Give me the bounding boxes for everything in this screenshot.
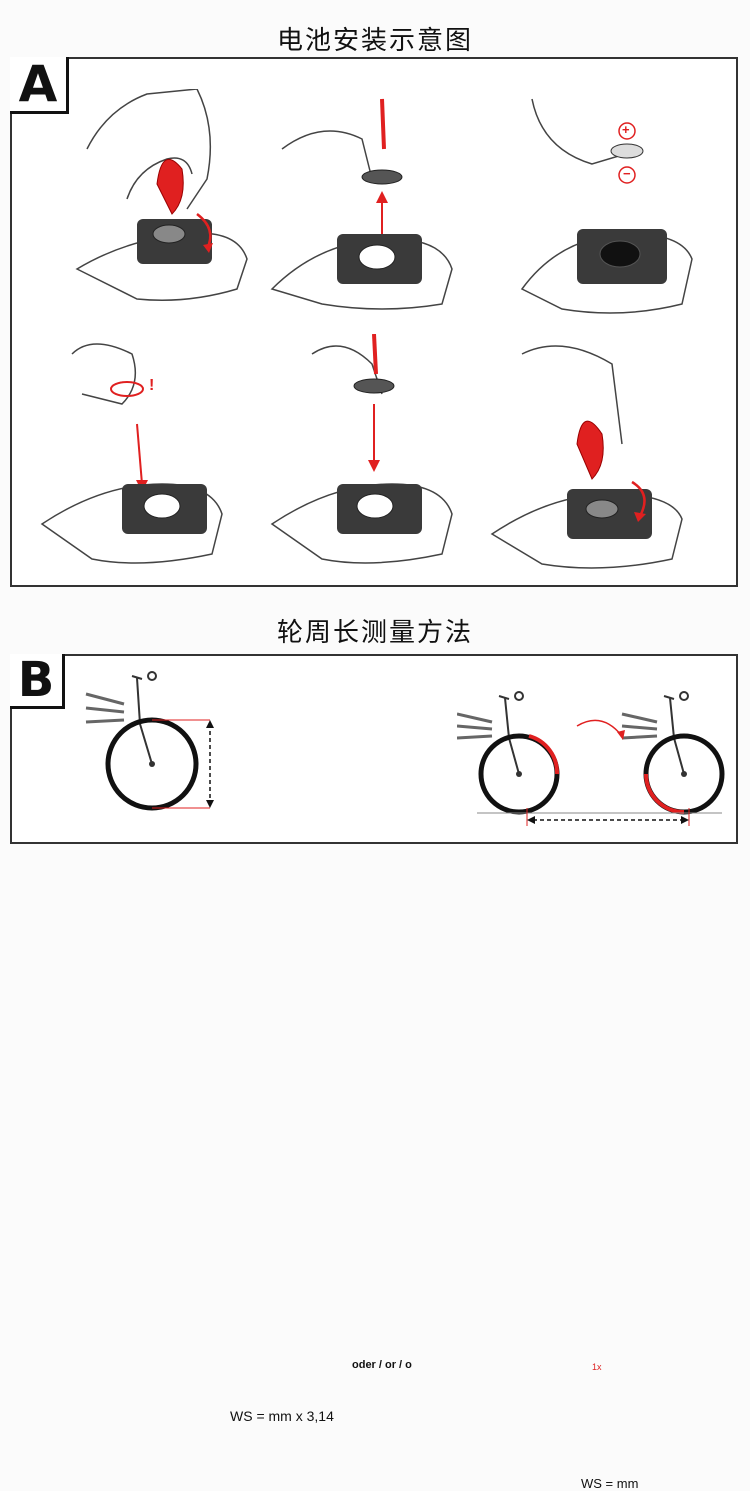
label-one-rotation: 1x	[592, 1362, 602, 1372]
step-2-remove-cover-illustration	[270, 98, 453, 310]
wheel-rollout-illustration	[457, 691, 725, 826]
formula-ws-circumference: WS = mm x 3,14	[230, 1408, 334, 1424]
battery-plus-sign: +	[622, 122, 630, 137]
formula-ws-rollout: WS = mm	[581, 1476, 639, 1491]
wheel-diameter-illustration	[85, 671, 214, 811]
title-wheel-circumference: 轮周长测量方法	[276, 618, 473, 648]
battery-minus-sign: −	[623, 166, 631, 181]
step-5-replace-cover-illustration	[270, 334, 453, 564]
title-battery-installation: 电池安装示意图	[276, 26, 473, 56]
step-6-close-cover-illustration	[490, 345, 683, 569]
label-or: oder / or / o	[352, 1359, 412, 1371]
warning-mark: !	[149, 377, 155, 394]
panel-battery-steps: A + −	[10, 57, 738, 587]
step-1-open-cover-illustration	[75, 89, 248, 301]
step-4-seal-ring-illustration	[40, 343, 223, 564]
badge-b: B	[10, 654, 65, 709]
panel-wheel-measurement: B WS = mm x 3,14 oder / or / o	[10, 654, 738, 1491]
step-3-battery-polarity-illustration	[520, 98, 693, 314]
badge-a: A	[10, 57, 69, 114]
